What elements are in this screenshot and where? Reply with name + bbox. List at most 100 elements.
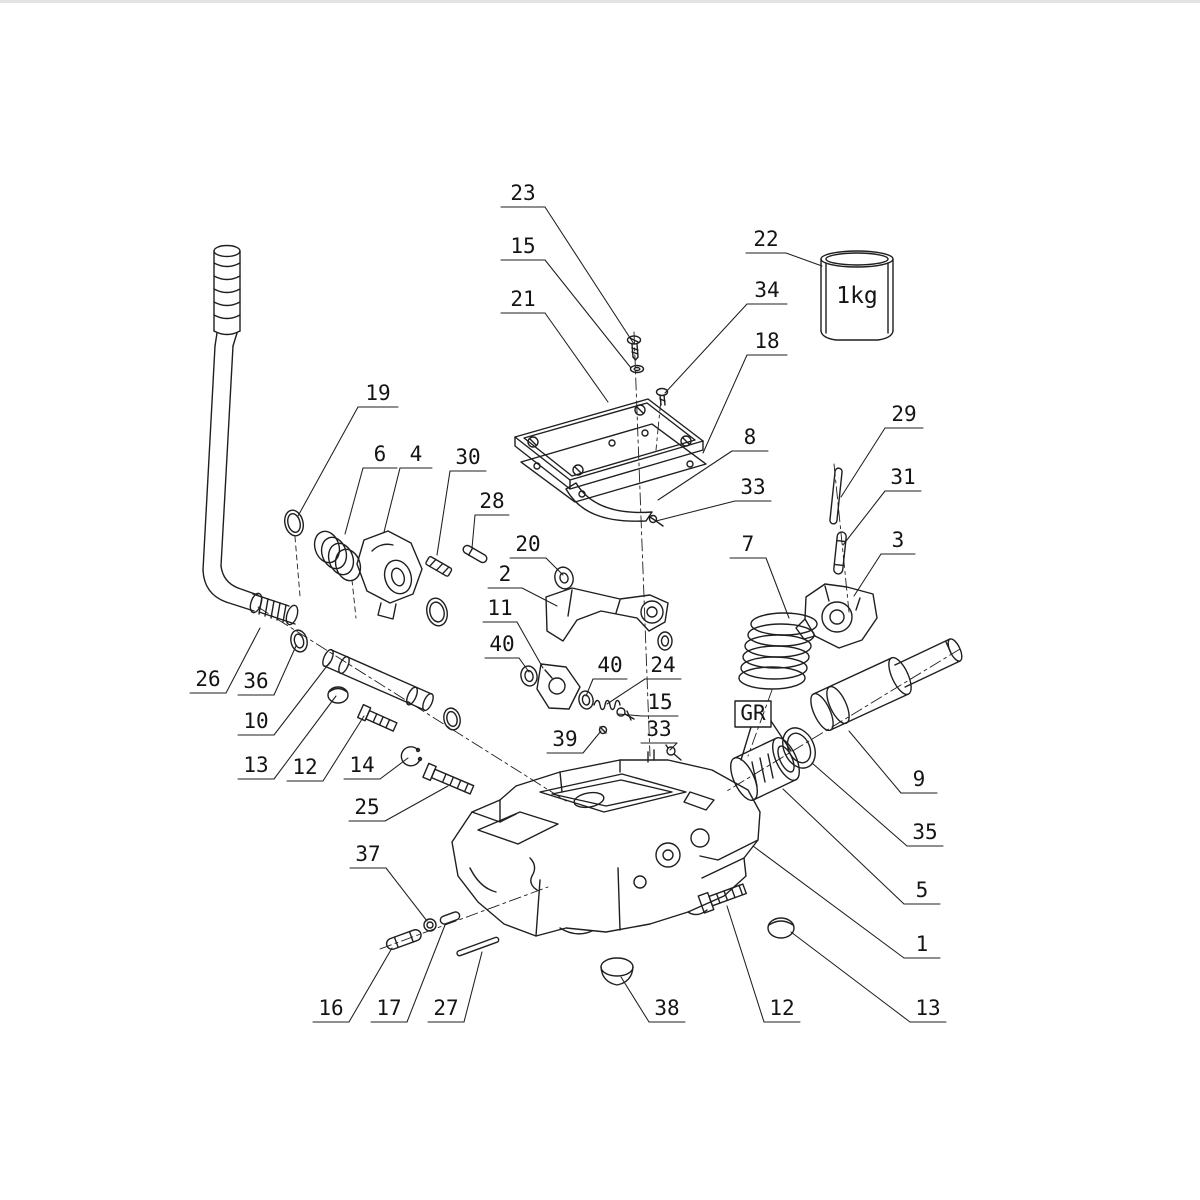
callout-33-top: 33 xyxy=(655,475,772,522)
callout-30: 30 xyxy=(436,445,487,556)
callout-label-12-bottom: 12 xyxy=(769,996,794,1020)
bolt-25 xyxy=(422,762,475,795)
callout-40-right: 40 xyxy=(585,653,628,697)
housing-1 xyxy=(451,749,761,937)
callout-label-13-bottom: 13 xyxy=(915,996,940,1020)
callout-label-25: 25 xyxy=(354,795,379,819)
callout-label-13-left: 13 xyxy=(243,753,268,777)
callout-label-21: 21 xyxy=(510,287,535,311)
callout-7: 7 xyxy=(729,532,790,619)
callout-13-left: 13 xyxy=(237,695,337,780)
cam-fork-4 xyxy=(356,530,423,620)
splined-bushing-26 xyxy=(249,592,299,626)
callout-label-15-top: 15 xyxy=(510,234,535,258)
callout-14: 14 xyxy=(343,753,409,780)
cap-13-left xyxy=(327,686,349,704)
bolt-12-left xyxy=(356,703,398,732)
callout-label-11: 11 xyxy=(487,596,512,620)
callout-22: 22 xyxy=(745,227,823,267)
callout-39: 39 xyxy=(546,727,602,754)
callout-label-22: 22 xyxy=(753,227,778,251)
callout-label-5: 5 xyxy=(916,878,929,902)
callout-26: 26 xyxy=(189,627,261,694)
callout-15-top: 15 xyxy=(500,234,632,369)
callout-label-36: 36 xyxy=(243,669,268,693)
callout-label-39: 39 xyxy=(552,727,577,751)
callout-label-9: 9 xyxy=(913,767,926,791)
callout-label-31: 31 xyxy=(890,465,915,489)
callout-label-15-mid: 15 xyxy=(647,690,672,714)
callout-label-34: 34 xyxy=(754,278,779,302)
callout-12-bottom: 12 xyxy=(726,905,801,1023)
callout-29: 29 xyxy=(840,402,924,498)
callout-label-8: 8 xyxy=(744,425,757,449)
callout-8: 8 xyxy=(657,425,769,501)
screw-34 xyxy=(655,387,669,406)
o-ring-mid xyxy=(426,597,448,627)
screw-33-top xyxy=(648,514,664,527)
callout-label-40-left: 40 xyxy=(489,632,514,656)
pin-29 xyxy=(829,467,843,525)
plug-13-bottom xyxy=(767,917,795,939)
callout-38: 38 xyxy=(620,976,686,1023)
washer-37 xyxy=(423,918,437,932)
washer-36 xyxy=(290,629,308,653)
shaft-10 xyxy=(322,648,434,712)
pin-27 xyxy=(456,936,500,957)
callout-16: 16 xyxy=(312,947,393,1023)
callout-4: 4 xyxy=(383,442,433,533)
callout-17: 17 xyxy=(370,924,446,1023)
callout-label-19: 19 xyxy=(365,381,390,405)
washer-40-right xyxy=(578,690,594,710)
callout-18: 18 xyxy=(702,329,788,454)
spring-strap-8 xyxy=(565,482,653,522)
callout-label-7: 7 xyxy=(742,532,755,556)
callout-label-27: 27 xyxy=(433,996,458,1020)
callout-28: 28 xyxy=(471,489,510,549)
pin-31 xyxy=(833,531,847,575)
washer-20 xyxy=(554,566,574,590)
grease-can-22: 1kg xyxy=(820,250,894,341)
bracket-3 xyxy=(795,583,878,649)
callout-label-17: 17 xyxy=(376,996,401,1020)
callout-label-20: 20 xyxy=(515,532,540,556)
pin-39 xyxy=(598,725,608,735)
callout-label-2: 2 xyxy=(499,562,512,586)
callout-label-26: 26 xyxy=(195,667,220,691)
screw-23 xyxy=(626,335,642,361)
screw-33-bottom xyxy=(665,744,682,761)
callout-27: 27 xyxy=(427,951,483,1023)
callout-15-mid: 15 xyxy=(617,690,679,717)
hand-lever xyxy=(202,244,259,612)
callout-6: 6 xyxy=(344,442,398,535)
callout-1: 1 xyxy=(752,845,941,959)
callout-label-38: 38 xyxy=(654,996,679,1020)
washer-40-left xyxy=(520,665,538,687)
callout-25: 25 xyxy=(348,785,449,822)
callout-10: 10 xyxy=(237,661,331,736)
callout-label-4: 4 xyxy=(410,442,423,466)
callout-9: 9 xyxy=(848,730,938,794)
o-ring-small xyxy=(443,707,461,731)
callout-40-left: 40 xyxy=(484,632,530,673)
callout-11: 11 xyxy=(482,596,544,669)
pin-17 xyxy=(439,911,461,925)
callout-23: 23 xyxy=(500,181,635,345)
callout-34: 34 xyxy=(664,278,788,394)
callout-5: 5 xyxy=(782,788,941,905)
lever-11 xyxy=(536,663,581,710)
callout-label-6: 6 xyxy=(374,442,387,466)
page-edge xyxy=(0,0,1200,3)
callout-21: 21 xyxy=(500,287,609,403)
callout-20: 20 xyxy=(509,532,564,576)
grease-marker: GR xyxy=(734,700,792,761)
spring-24 xyxy=(593,699,621,711)
callout-label-3: 3 xyxy=(892,528,905,552)
callout-label-16: 16 xyxy=(318,996,343,1020)
callout-label-40-right: 40 xyxy=(597,653,622,677)
callout-label-24: 24 xyxy=(650,653,675,677)
cylinder-9 xyxy=(810,638,963,732)
roll-pin-30 xyxy=(425,556,453,577)
callout-label-12-left: 12 xyxy=(292,755,317,779)
